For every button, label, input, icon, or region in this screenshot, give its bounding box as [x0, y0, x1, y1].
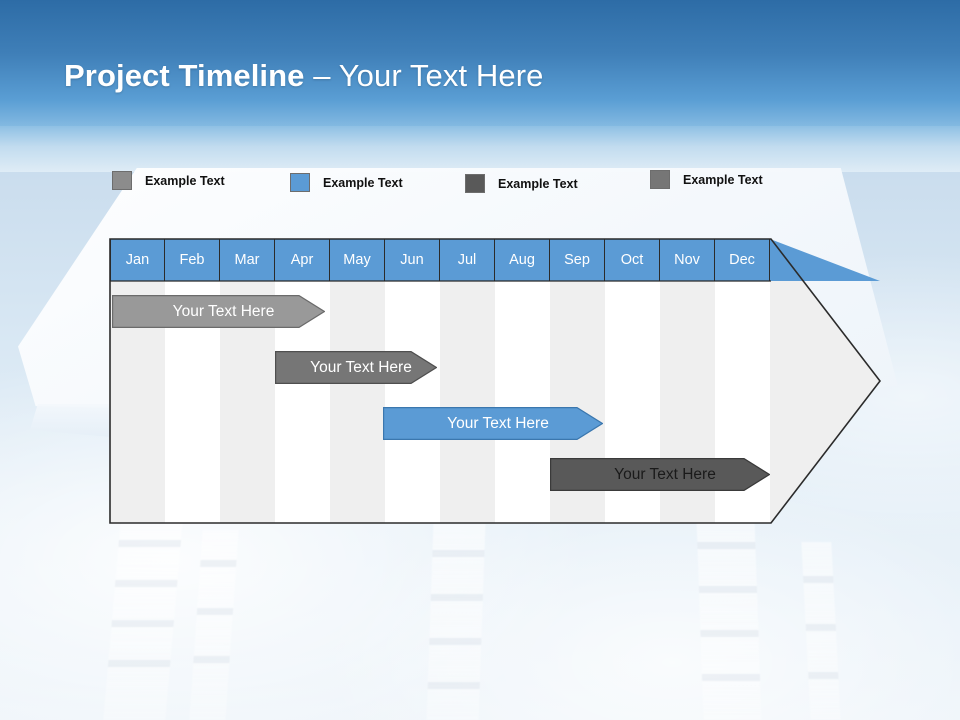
month-cell-jun: [385, 281, 440, 523]
task-bar-label-3: Your Text Here: [447, 414, 549, 432]
legend-swatch-icon-1: [112, 171, 132, 190]
building-column-center: [426, 524, 486, 720]
banner-gradient-fade: [0, 126, 960, 172]
task-bar-4[interactable]: Your Text Here: [550, 458, 770, 491]
task-bar-label-1: Your Text Here: [172, 302, 275, 320]
legend-swatch-icon-3: [465, 174, 485, 193]
task-bar-1[interactable]: Your Text Here: [112, 295, 325, 328]
legend-swatch-icon-4: [650, 170, 670, 189]
legend-item-4[interactable]: Example Text: [650, 170, 763, 189]
building-column-right: [696, 520, 762, 720]
month-column-aug[interactable]: Aug: [495, 239, 550, 523]
month-header-jul: Jul: [440, 239, 495, 281]
legend-label-2: Example Text: [323, 175, 403, 190]
task-bar-outline-2: [275, 351, 437, 384]
month-header-aug: Aug: [495, 239, 550, 281]
legend-item-1[interactable]: Example Text: [112, 171, 225, 190]
month-header-jan: Jan: [110, 239, 165, 281]
task-bar-shape-1: [112, 295, 325, 328]
task-bar-shape-3: [383, 407, 603, 440]
task-bar-outline-4: [550, 458, 770, 491]
legend-label-4: Example Text: [683, 172, 763, 187]
month-header-feb: Feb: [165, 239, 220, 281]
page-title-rest: Your Text Here: [338, 58, 544, 93]
month-cell-may: [330, 281, 385, 523]
legend-label-1: Example Text: [145, 173, 225, 188]
task-bar-outline-1: [112, 295, 325, 328]
legend-item-3[interactable]: Example Text: [465, 174, 578, 193]
arrow-head-blue-cap: [770, 239, 880, 281]
task-bar-3[interactable]: Your Text Here: [383, 407, 603, 440]
month-header-jun: Jun: [385, 239, 440, 281]
task-bar-label-4: Your Text Here: [614, 465, 716, 483]
task-bar-shape-2: [275, 351, 437, 384]
month-cell-aug: [495, 281, 550, 523]
month-header-may: May: [330, 239, 385, 281]
month-header-nov: Nov: [660, 239, 715, 281]
month-header-apr: Apr: [275, 239, 330, 281]
month-header-mar: Mar: [220, 239, 275, 281]
task-bar-shape-4: [550, 458, 770, 491]
title-banner: [0, 0, 960, 128]
arrow-head-fill: [770, 239, 880, 523]
month-header-oct: Oct: [605, 239, 660, 281]
month-column-jan[interactable]: Jan: [110, 239, 165, 523]
page-title-separator: –: [304, 58, 339, 93]
month-column-jul[interactable]: Jul: [440, 239, 495, 523]
task-bar-label-2: Your Text Here: [310, 358, 412, 376]
month-column-mar[interactable]: Mar: [220, 239, 275, 523]
legend-swatch-icon-2: [290, 173, 310, 192]
month-cell-jul: [440, 281, 495, 523]
arrow-head: [770, 239, 880, 523]
month-header-dec: Dec: [715, 239, 770, 281]
legend-label-3: Example Text: [498, 176, 578, 191]
task-bar-2[interactable]: Your Text Here: [275, 351, 437, 384]
task-bar-outline-3: [383, 407, 603, 440]
month-column-feb[interactable]: Feb: [165, 239, 220, 523]
month-header-sep: Sep: [550, 239, 605, 281]
page-title: Project Timeline – Your Text Here: [64, 58, 543, 94]
legend-item-2[interactable]: Example Text: [290, 173, 403, 192]
page-title-bold: Project Timeline: [64, 58, 305, 93]
